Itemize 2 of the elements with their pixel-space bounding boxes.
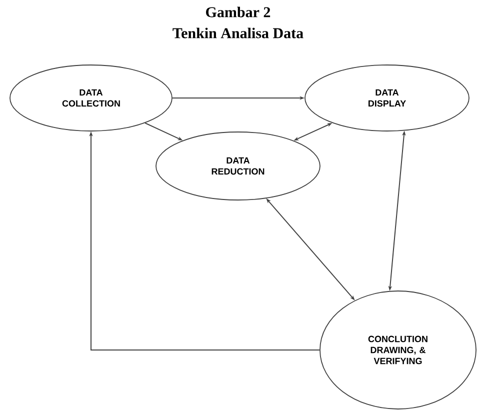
- title: Gambar 2: [206, 6, 270, 18]
- subtitle: Tenkin Analisa Data: [172, 28, 304, 38]
